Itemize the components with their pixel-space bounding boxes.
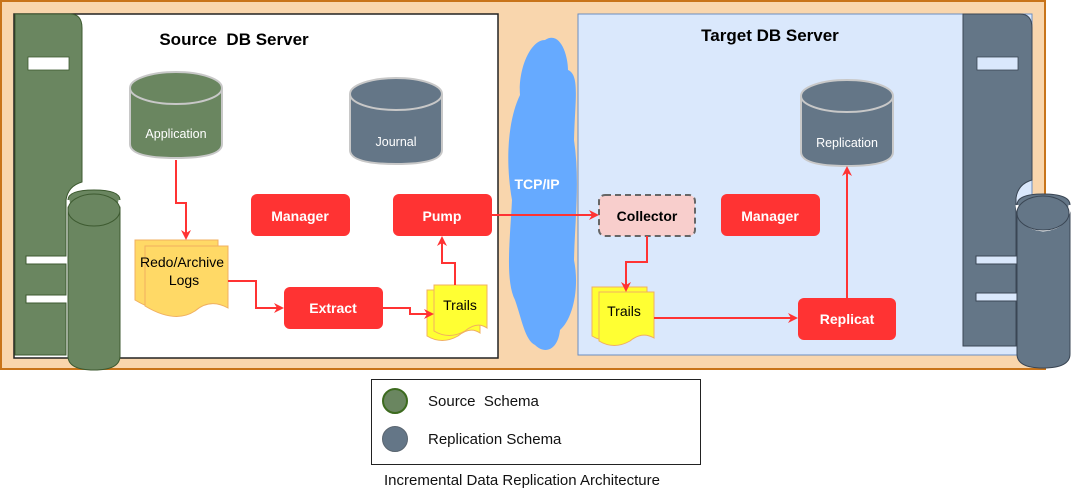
db-application-label: Application	[145, 127, 206, 141]
db-journal[interactable]: Journal	[349, 77, 443, 166]
legend-label-source-schema: Source Schema	[428, 392, 539, 410]
db-replication-label: Replication	[816, 136, 878, 150]
legend-item-source-schema: Source Schema	[382, 386, 539, 416]
replication-schema-swatch-icon	[382, 426, 408, 452]
doc-redo-archive-logs[interactable]: Redo/Archive Logs	[134, 239, 229, 317]
process-replicat-label: Replicat	[820, 311, 875, 327]
doc-trails-target[interactable]: Trails	[591, 286, 655, 346]
diagram-caption: Incremental Data Replication Architectur…	[384, 472, 660, 489]
db-journal-label: Journal	[376, 135, 417, 149]
db-replication[interactable]: Replication	[800, 79, 894, 168]
process-manager-target[interactable]: Manager	[721, 194, 820, 236]
legend-item-replication-schema: Replication Schema	[382, 424, 561, 454]
process-manager-source[interactable]: Manager	[251, 194, 350, 236]
doc-trails-source[interactable]: Trails	[426, 284, 488, 341]
target-server-tower-icon	[962, 13, 1072, 369]
doc-logs-line2: Logs	[169, 272, 199, 288]
network-cloud-icon: TCP/IP	[508, 37, 577, 351]
network-label: TCP/IP	[514, 176, 559, 192]
process-pump-label: Pump	[423, 208, 462, 224]
doc-trails-target-label: Trails	[607, 303, 641, 319]
doc-trails-source-label: Trails	[443, 297, 477, 313]
arrow-logs-to-extract	[228, 280, 284, 313]
source-schema-swatch-icon	[382, 388, 408, 414]
db-application[interactable]: Application	[129, 71, 223, 160]
source-server-tower-icon	[14, 13, 122, 371]
legend: Source Schema Replication Schema	[371, 379, 701, 465]
source-server-title: Source DB Server	[159, 30, 309, 49]
process-pump[interactable]: Pump	[393, 194, 492, 236]
process-manager-source-label: Manager	[271, 208, 329, 224]
process-extract-label: Extract	[309, 300, 357, 316]
target-server-title: Target DB Server	[701, 26, 839, 45]
arrow-collector-to-trails	[621, 236, 648, 292]
doc-logs-line1: Redo/Archive	[140, 254, 224, 270]
process-replicat[interactable]: Replicat	[798, 298, 896, 340]
process-collector-label: Collector	[617, 208, 678, 224]
arrow-extract-to-trails	[383, 307, 434, 319]
legend-label-replication-schema: Replication Schema	[428, 430, 562, 448]
process-extract[interactable]: Extract	[284, 287, 383, 329]
arrow-application-to-logs	[175, 160, 191, 240]
process-manager-target-label: Manager	[741, 208, 799, 224]
process-collector[interactable]: Collector	[598, 194, 696, 237]
arrow-trails-to-pump	[437, 236, 456, 285]
